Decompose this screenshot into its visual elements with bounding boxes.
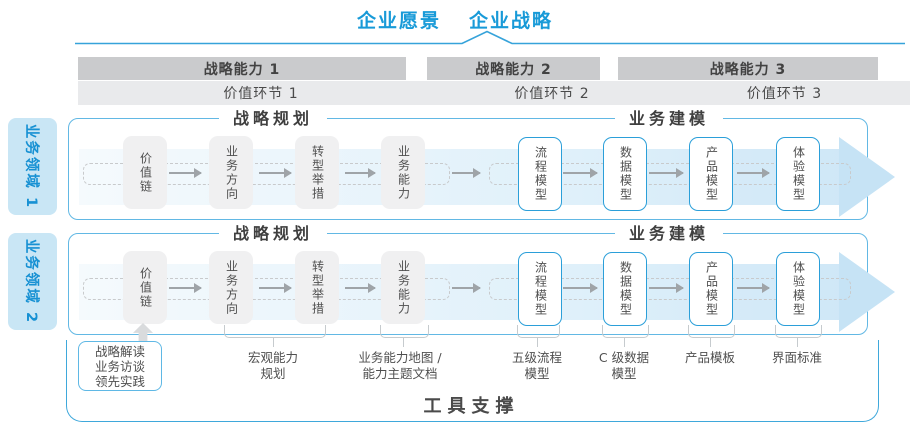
flow-arrow-icon	[345, 283, 376, 293]
model-box-process-model: 流程模型	[518, 252, 562, 326]
practice-line: 业务访谈	[94, 358, 145, 374]
bracket-connector	[688, 325, 735, 338]
note-product-template: 产品模板	[684, 350, 735, 365]
vision-title: 企业愿景	[356, 10, 441, 32]
capability-bar-3: 战略能力 3	[618, 57, 878, 80]
stage-box-business-capability: 业务能力	[381, 251, 425, 324]
stage-box-transformation-initiatives: 转型举措	[295, 251, 339, 324]
bracket-stem	[537, 337, 538, 347]
flow-arrow-icon	[452, 168, 481, 178]
model-box-data-model: 数据模型	[603, 252, 647, 326]
modeling-section-title: 业务建模	[614, 223, 724, 245]
flow-arrow-icon	[169, 168, 202, 178]
domain-lane-2: 战略规划 业务建模 价值链 业务方向 转型举措 业务能力 流程模型 数据模型 产…	[68, 223, 895, 335]
flow-arrow-icon	[169, 283, 202, 293]
stage-box-value-chain: 价值链	[123, 251, 167, 324]
model-box-data-model: 数据模型	[603, 137, 647, 211]
tool-support-label: 工具支撑	[423, 396, 520, 417]
flow-arrow-icon	[563, 283, 598, 293]
bracket-stem	[710, 337, 711, 347]
practice-input-box: 战略解读 业务访谈 领先实践	[78, 341, 162, 391]
bracket-connector	[517, 325, 560, 338]
flow-arrow-icon	[345, 168, 376, 178]
bracket-connector	[224, 325, 326, 338]
model-box-product-model: 产品模型	[689, 137, 733, 211]
bracket-stem	[624, 337, 625, 347]
planning-dashed-track	[83, 278, 450, 300]
top-title: 企业愿景 企业战略	[0, 6, 910, 33]
capability-bar-1: 战略能力 1	[78, 57, 406, 80]
note-capability-map: 业务能力地图 / 能力主题文档	[358, 350, 442, 381]
planning-section-title: 战略规划	[218, 223, 328, 245]
capability-bar-2: 战略能力 2	[427, 57, 600, 80]
domain-lane-1: 战略规划 业务建模 价值链 业务方向 转型举措 业务能力 流程模型 数据模型 产…	[68, 108, 895, 220]
note-macro-capability: 宏观能力 规划	[247, 350, 298, 381]
planning-dashed-track	[83, 163, 450, 185]
note-process-model: 五级流程 模型	[511, 350, 562, 381]
stage-box-business-direction: 业务方向	[209, 251, 253, 324]
model-box-product-model: 产品模型	[689, 252, 733, 326]
flow-arrow-icon	[563, 168, 598, 178]
planning-section-title: 战略规划	[218, 108, 328, 130]
flow-arrow-icon	[259, 283, 292, 293]
flow-arrow-icon	[737, 168, 770, 178]
bracket-stem	[273, 337, 274, 347]
model-box-process-model: 流程模型	[518, 137, 562, 211]
note-ui-standard: 界面标准	[771, 350, 822, 365]
practice-line: 战略解读	[94, 343, 145, 359]
bracket-connector	[602, 325, 649, 338]
bracket-stem	[797, 337, 798, 347]
caret-divider-line	[75, 30, 905, 45]
flow-arrow-icon	[737, 283, 770, 293]
value-link-chevron-1: 价值环节 1	[78, 81, 460, 105]
domain-tab-1: 业务领域 1	[8, 118, 57, 215]
domain-tab-1-label: 业务领域 1	[23, 123, 40, 210]
flow-arrow-icon	[259, 168, 292, 178]
note-data-model: C 级数据 模型	[598, 350, 650, 381]
modeling-dashed-track	[489, 163, 851, 185]
flow-arrow-icon	[649, 168, 684, 178]
strategy-title: 企业战略	[469, 10, 554, 32]
stage-box-business-capability: 业务能力	[381, 136, 425, 209]
stage-box-business-direction: 业务方向	[209, 136, 253, 209]
bracket-connector	[380, 325, 429, 338]
value-link-chevron-3: 价值环节 3	[632, 81, 910, 105]
bracket-connector	[775, 325, 822, 338]
tool-support-frame	[66, 340, 879, 422]
modeling-section-title: 业务建模	[614, 108, 724, 130]
model-box-experience-model: 体验模型	[776, 252, 820, 326]
bracket-stem	[403, 337, 404, 347]
stage-box-value-chain: 价值链	[123, 136, 167, 209]
practice-line: 领先实践	[94, 373, 145, 389]
model-box-experience-model: 体验模型	[776, 137, 820, 211]
domain-tab-2-label: 业务领域 2	[23, 238, 40, 325]
flow-arrow-icon	[649, 283, 684, 293]
flow-arrow-icon	[452, 283, 481, 293]
modeling-dashed-track	[489, 278, 851, 300]
stage-box-transformation-initiatives: 转型举措	[295, 136, 339, 209]
domain-tab-2: 业务领域 2	[8, 233, 57, 330]
value-link-chevron-2: 价值环节 2	[424, 81, 680, 105]
